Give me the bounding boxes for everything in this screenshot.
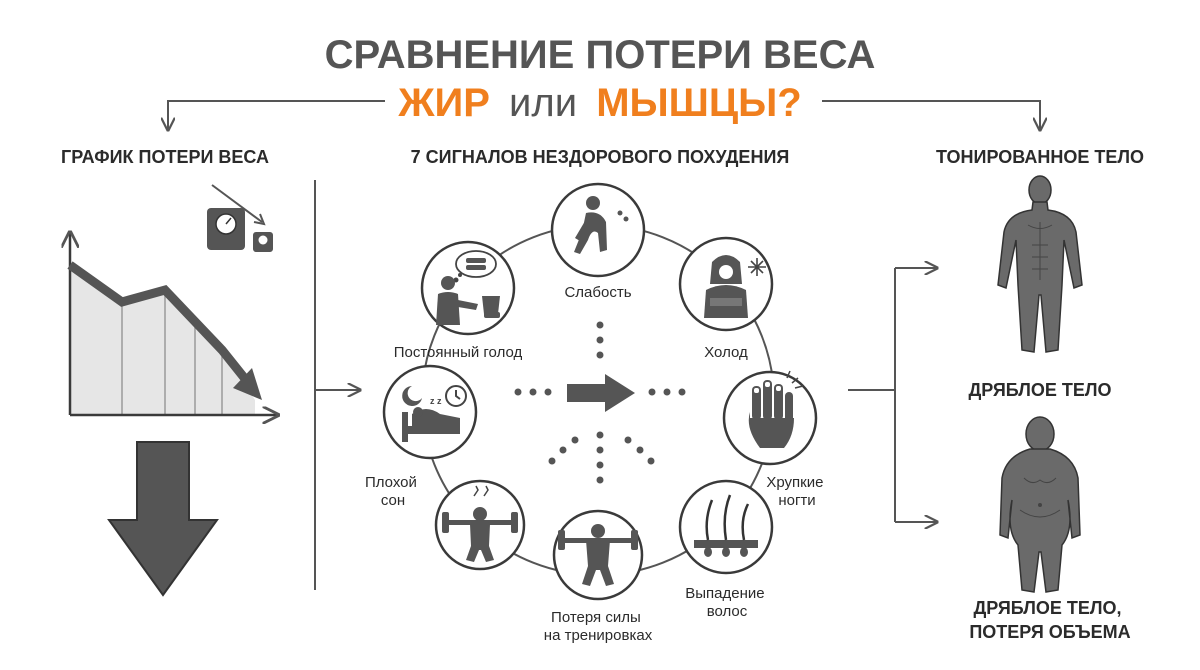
hand-nails-icon [748, 370, 804, 448]
signal-label-line: Слабость [564, 284, 631, 301]
cold-person-icon [704, 255, 766, 318]
subtitle: ЖИР или МЫШЦЫ? [397, 81, 801, 125]
signal-label: Выпадение волос [685, 585, 769, 620]
signal-brittle-nails: Хрупкие ногти [722, 370, 827, 509]
barbell-lift-icon [558, 524, 638, 586]
subtitle-muscle: МЫШЦЫ? [596, 81, 802, 125]
flabby-volume-label-line: ПОТЕРЯ ОБЪЕМА [969, 622, 1130, 642]
signal-hunger: Постоянный голод [394, 240, 523, 361]
hair-follicle-icon [694, 494, 758, 557]
signal-label-line: ногти [778, 492, 815, 509]
signal-label: Слабость [564, 284, 631, 301]
big-down-arrow [107, 441, 219, 597]
signal-hair-loss: Выпадение волос [678, 479, 774, 620]
signal-label-line: Выпадение [685, 585, 764, 602]
signal-label: Плохой сон [365, 474, 421, 509]
signal-label-line: Холод [704, 344, 748, 361]
signal-weakness: Слабость [550, 182, 646, 301]
signal-strength-loss: Потеря силы на тренировках [544, 509, 653, 644]
left-heading: ГРАФИК ПОТЕРИ ВЕСА [61, 147, 269, 167]
signal-label-line: на тренировках [544, 627, 653, 644]
signal-label-line: волос [707, 603, 748, 620]
signal-label: Потеря силы на тренировках [544, 609, 653, 644]
toned-body-icon [997, 175, 1083, 353]
signal-cold: Холод [678, 236, 774, 361]
center-heading: 7 СИГНАЛОВ НЕЗДОРОВОГО ПОХУДЕНИЯ [411, 147, 790, 167]
sleep-bed-icon: z z [402, 385, 467, 442]
signal-label-line: Хрупкие [766, 474, 823, 491]
weightlifter-icon [442, 485, 518, 562]
flabby-volume-label: ДРЯБЛОЕ ТЕЛО, ПОТЕРЯ ОБЪЕМА [969, 598, 1130, 642]
signal-label-line: Плохой [365, 474, 417, 491]
signal-weightlifter [434, 479, 526, 571]
subtitle-fat: ЖИР [397, 81, 490, 125]
chart-gridlines [121, 290, 223, 415]
signal-label-line: Постоянный голод [394, 344, 523, 361]
signal-label: Хрупкие ногти [766, 474, 827, 509]
signal-poor-sleep: z z Плохой сон [365, 364, 478, 509]
flabby-body-icon [999, 416, 1081, 593]
center-arrow [567, 374, 635, 412]
signal-label-line: Потеря силы [551, 609, 641, 626]
scale-icon [207, 184, 273, 252]
flabby-volume-label-line: ДРЯБЛОЕ ТЕЛО, [973, 598, 1121, 618]
svg-text:z z: z z [430, 396, 442, 406]
weight-loss-chart [70, 232, 278, 415]
signal-label: Постоянный голод [394, 344, 523, 361]
signal-label: Холод [704, 344, 748, 361]
right-heading: ТОНИРОВАННОЕ ТЕЛО [936, 147, 1144, 167]
title-arrow-left [168, 100, 385, 130]
subtitle-or: или [509, 81, 577, 125]
page-title: СРАВНЕНИЕ ПОТЕРИ ВЕСА [325, 33, 876, 77]
hungry-person-icon [436, 250, 500, 325]
signal-label-line: сон [381, 492, 405, 509]
chart-trend-arrowhead [233, 368, 262, 400]
weak-person-icon [574, 196, 629, 254]
title-arrow-right [822, 100, 1040, 130]
flabby-body-label: ДРЯБЛОЕ ТЕЛО [968, 380, 1111, 400]
chart-trend-line [67, 261, 254, 388]
center-dots [514, 321, 686, 484]
